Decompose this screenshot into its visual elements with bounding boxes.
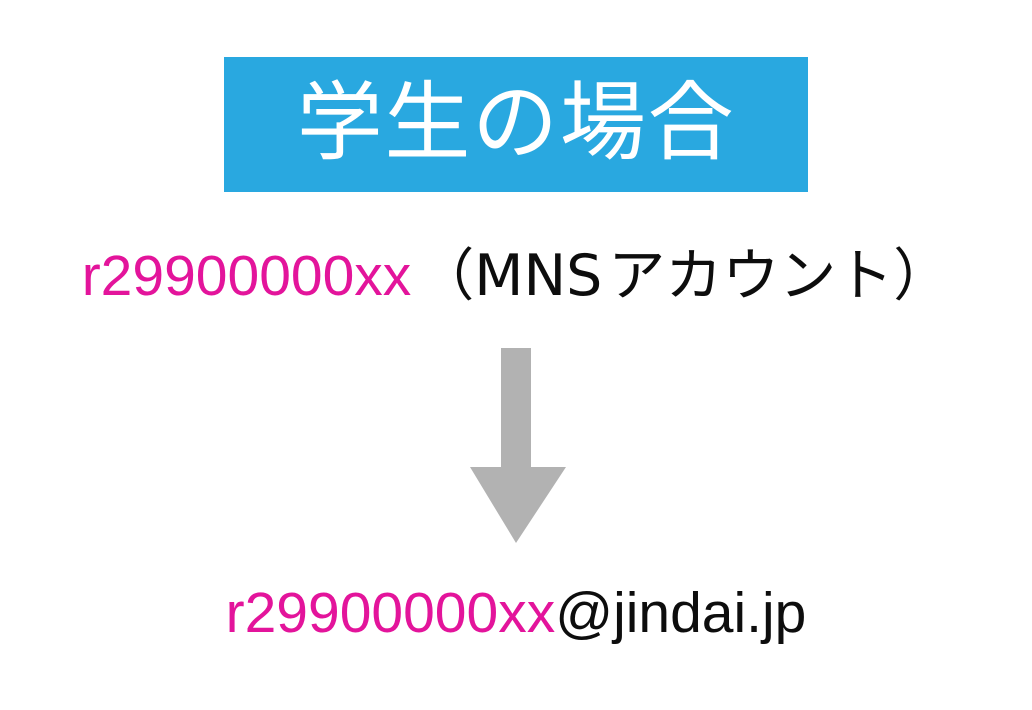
email-line: r29900000xx@jindai.jp [0,585,1032,642]
email-domain-part: @jindai.jp [555,581,807,645]
title-banner: 学生の場合 [224,57,808,192]
email-local-part: r29900000xx [225,581,556,645]
account-id-text: r29900000xx [81,244,412,308]
page-title: 学生の場合 [296,72,736,173]
account-note-close: アカウント） [608,243,951,309]
arrow-down-icon [470,348,566,544]
account-note-open: （MNS [417,243,603,309]
